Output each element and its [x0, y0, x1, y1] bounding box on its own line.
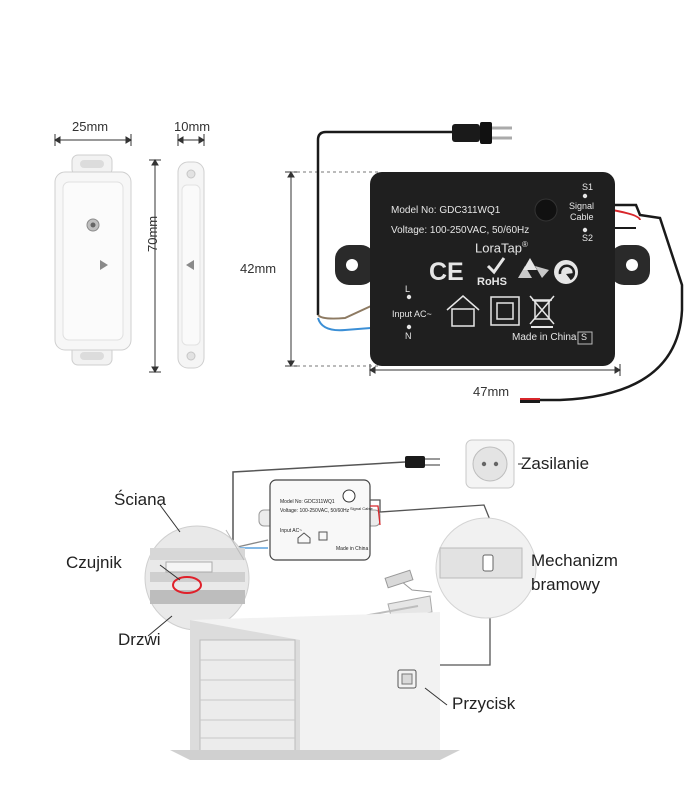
hub-device — [335, 172, 650, 366]
brand-name: LoraTap — [475, 240, 522, 256]
label-sciana: Ściana — [114, 490, 166, 509]
mini-hub-voltage: Voltage: 100-250VAC, 50/60Hz — [280, 508, 350, 514]
recycle-icon — [518, 258, 549, 278]
mini-hub-made-in: Made in China — [336, 546, 369, 552]
input-ac-label: Input AC~ — [392, 309, 432, 319]
label-drzwi: Drzwi — [118, 630, 161, 649]
signal-wires — [520, 203, 684, 403]
dimension-hub-width: 47mm — [473, 384, 510, 399]
door-sensor-body — [54, 154, 132, 366]
mechanism-magnifier — [435, 517, 537, 619]
dimension-magnet-width: 10mm — [174, 119, 211, 134]
brand-mark: ® — [521, 240, 528, 249]
mini-hub-input: Input AC~ — [280, 528, 303, 534]
device-voltage: Voltage: 100-250VAC, 50/60Hz — [391, 225, 530, 236]
sensor-magnifier — [144, 525, 250, 631]
label-mechanizm-line1: Mechanizm — [531, 551, 618, 570]
device-model: Model No: GDC311WQ1 — [391, 205, 501, 216]
mini-hub — [258, 479, 381, 561]
rohs-mark: RoHS — [477, 276, 507, 288]
wall-socket-icon — [465, 439, 515, 489]
device-brand: LoraTap® — [475, 240, 528, 255]
mini-hub-signal: Signal Cable — [350, 506, 373, 511]
garage-room — [170, 612, 460, 760]
dimension-sensor-height: 70mm — [145, 215, 160, 252]
dimension-sensor-width: 25mm — [72, 119, 109, 134]
sensor-highlight — [172, 576, 202, 594]
terminal-s2: S2 — [582, 233, 594, 243]
house-icon — [446, 295, 480, 327]
refresh-icon — [554, 260, 578, 284]
weee-bin-icon — [529, 295, 555, 328]
input-wires — [317, 299, 385, 332]
label-mechanizm-line2: bramowy — [531, 575, 600, 594]
terminal-n: N — [405, 331, 412, 341]
label-przycisk: Przycisk — [452, 694, 516, 713]
garage-door-panels — [200, 659, 295, 739]
arrow-right-icon — [100, 260, 108, 270]
ce-mark: CE — [429, 258, 464, 286]
made-in-china: Made in China — [512, 332, 577, 343]
signal-label: Signal — [569, 201, 595, 211]
terminal-s1: S1 — [582, 182, 594, 192]
arrow-left-icon — [186, 260, 194, 270]
cable-label: Cable — [570, 212, 594, 222]
terminal-l: L — [405, 284, 411, 294]
label-zasilanie: Zasilanie — [521, 454, 590, 473]
bottom-plug — [232, 456, 440, 549]
callout-lines — [147, 463, 523, 706]
check-icon — [486, 257, 506, 275]
device-code: S — [581, 332, 588, 342]
label-czujnik: Czujnik — [66, 553, 122, 572]
dimension-lines — [54, 134, 621, 376]
power-plug — [316, 122, 512, 315]
double-insulation-icon — [490, 296, 520, 326]
push-button-icon — [397, 669, 417, 689]
dimension-hub-height: 42mm — [240, 261, 277, 276]
mini-hub-model: Model No: GDC311WQ1 — [280, 499, 335, 505]
magnet-body — [177, 161, 205, 369]
